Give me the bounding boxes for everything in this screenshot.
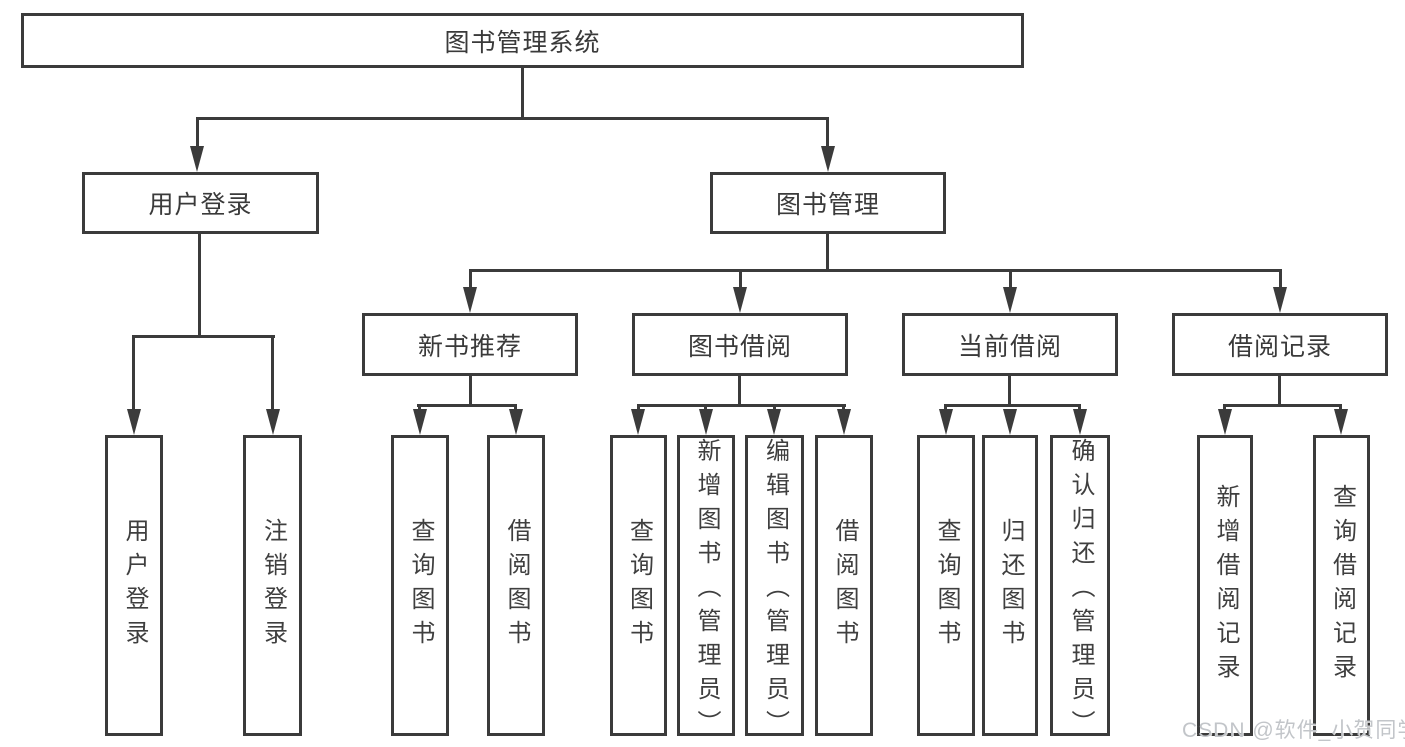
node-borrowing-records: 借阅记录 [1172,313,1388,376]
arrow-down-icon [190,146,204,172]
leaf-borrow-query-books: 查询图书 [610,435,667,736]
connector-vline [521,68,524,120]
leaf-borrow-borrow-books: 借阅图书 [815,435,873,736]
leaf-rec-query-books-label: 查询图书 [407,517,434,654]
connector-vline [842,404,845,412]
leaf-borrow-add-books-admin: 新增图书（管理员） [677,435,735,744]
connector-hline [637,404,846,407]
leaf-cur-return-books: 归还图书 [982,435,1038,736]
connector-vline [738,376,741,406]
node-user-login-label: 用户登录 [148,191,253,219]
leaf-cur-return-books-label: 归还图书 [997,517,1024,654]
connector-vline [418,404,421,412]
node-root-label: 图书管理系统 [444,28,601,57]
leaf-rec-borrow-books-label: 借阅图书 [503,517,530,654]
node-root: 图书管理系统 [21,13,1024,68]
connector-vline [773,404,776,412]
connector-hline [944,404,1081,407]
arrow-down-icon [1334,409,1348,435]
arrow-down-icon [1073,409,1087,435]
arrow-down-icon [509,409,523,435]
connector-vline [1339,404,1342,412]
leaf-add-borrow-record-label: 新增借阅记录 [1212,483,1239,688]
leaf-rec-query-books: 查询图书 [391,435,449,736]
leaf-borrow-edit-books-admin: 编辑图书（管理员） [745,435,804,744]
connector-vline [196,117,199,148]
node-book-borrowing-label: 图书借阅 [687,332,792,361]
arrow-down-icon [821,146,835,172]
connector-hline [1223,404,1342,407]
node-book-management: 图书管理 [710,172,946,234]
node-user-login: 用户登录 [82,172,319,234]
arrow-down-icon [733,287,747,313]
connector-vline [1223,404,1226,412]
leaf-cur-query-books: 查询图书 [917,435,975,736]
arrow-down-icon [699,409,713,435]
arrow-down-icon [266,409,280,435]
leaf-add-borrow-record: 新增借阅记录 [1197,435,1253,736]
arrow-down-icon [1273,287,1287,313]
arrow-down-icon [413,409,427,435]
connector-vline [469,269,472,289]
arrow-down-icon [1218,409,1232,435]
node-book-borrowing: 图书借阅 [632,313,848,376]
leaf-rec-borrow-books: 借阅图书 [487,435,545,736]
connector-vline [132,335,135,411]
leaf-borrow-borrow-books-label: 借阅图书 [831,517,858,654]
connector-vline [1009,269,1012,289]
connector-vline [469,376,472,406]
node-current-borrowing: 当前借阅 [902,313,1118,376]
arrow-down-icon [631,409,645,435]
connector-vline [1078,404,1081,412]
leaf-user-login: 用户登录 [105,435,163,736]
node-current-borrowing-label: 当前借阅 [957,332,1062,361]
connector-vline [826,117,829,148]
leaf-borrow-add-books-admin-label: 新增图书（管理员） [693,438,720,744]
leaf-cur-confirm-return-admin: 确认归还（管理员） [1050,435,1110,744]
leaf-query-borrow-record-label: 查询借阅记录 [1328,483,1356,688]
arrow-down-icon [939,409,953,435]
leaf-cur-query-books-label: 查询图书 [933,517,960,654]
node-new-book-recommend-label: 新书推荐 [417,332,522,361]
connector-hline [417,404,517,407]
csdn-watermark: CSDN @软件_小贺同学 [1182,719,1405,742]
node-book-management-label: 图书管理 [775,191,880,219]
connector-vline [637,404,640,412]
arrow-down-icon [463,287,477,313]
connector-vline [1008,376,1011,406]
leaf-borrow-query-books-label: 查询图书 [625,517,653,654]
connector-hline [469,269,1282,272]
arrow-down-icon [1003,287,1017,313]
connector-vline [1279,269,1282,289]
node-new-book-recommend: 新书推荐 [362,313,578,376]
node-borrowing-records-label: 借阅记录 [1227,332,1332,361]
connector-vline [271,335,274,411]
leaf-logout-label: 注销登录 [259,517,287,654]
arrow-down-icon [1003,409,1017,435]
connector-hline [196,117,829,120]
leaf-query-borrow-record: 查询借阅记录 [1313,435,1370,736]
connector-hline [132,335,275,338]
connector-vline [739,269,742,289]
connector-vline [826,234,829,272]
leaf-cur-confirm-return-admin-label: 确认归还（管理员） [1067,438,1094,744]
connector-vline [1278,376,1281,406]
arrow-down-icon [767,409,781,435]
connector-vline [704,404,707,412]
connector-vline [198,234,201,336]
connector-vline [944,404,947,412]
connector-vline [514,404,517,412]
arrow-down-icon [127,409,141,435]
leaf-user-login-label: 用户登录 [121,517,148,654]
leaf-borrow-edit-books-admin-label: 编辑图书（管理员） [761,438,789,744]
leaf-logout: 注销登录 [243,435,302,736]
arrow-down-icon [837,409,851,435]
